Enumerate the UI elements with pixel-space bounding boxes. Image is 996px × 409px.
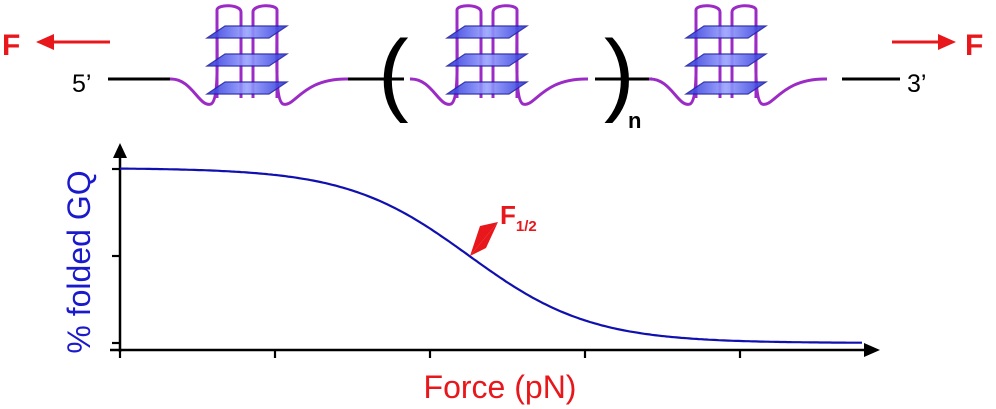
repeat-count-n: n: [628, 108, 641, 133]
g-quadruplex: [648, 4, 828, 106]
g-quadruplex-loop: [694, 4, 722, 40]
dna-schematic: F F 5’ 3’ ( ) n: [2, 4, 983, 133]
repeat-close-paren: ): [604, 22, 635, 124]
g-quadruplex: [169, 4, 349, 106]
x-ticks: [118, 350, 742, 358]
y-axis-label: % folded GQ: [61, 170, 97, 353]
g-tetrad: [684, 53, 768, 67]
g-quadruplex-loop: [730, 4, 758, 40]
y-axis: [113, 143, 127, 352]
x-axis-label: Force (pN): [424, 369, 577, 405]
five-prime-label: 5’: [72, 70, 91, 98]
g-tetrad: [684, 25, 768, 39]
g-quadruplex-loop: [251, 4, 279, 40]
g-tetrad: [445, 25, 529, 39]
g-tetrad: [205, 25, 289, 39]
f-half-marker: F1/2: [470, 200, 537, 256]
g-tetrad: [684, 81, 768, 95]
three-prime-label: 3’: [907, 70, 926, 98]
repeat-open-paren: (: [378, 22, 409, 124]
f-half-sub: 1/2: [516, 218, 537, 235]
g-quadruplex-loop: [491, 4, 519, 40]
f-half-label: F1/2: [500, 200, 537, 235]
g-quadruplex-loop: [515, 19, 589, 106]
force-label-left: F: [2, 29, 20, 62]
f-half-main: F: [500, 200, 516, 230]
force-arrow-right: [892, 34, 956, 50]
g-tetrad: [445, 81, 529, 95]
g-quadruplex: [409, 4, 589, 106]
folding-curve: [120, 167, 862, 344]
g-quadruplex-group: [169, 4, 828, 106]
g-tetrad: [445, 53, 529, 67]
g-tetrad: [205, 53, 289, 67]
force-label-right: F: [965, 29, 983, 62]
g-quadruplex-loop: [275, 19, 349, 106]
g-tetrad: [205, 81, 289, 95]
y-ticks: [112, 167, 120, 345]
folding-chart: F1/2 % folded GQ Force (pN): [61, 143, 880, 405]
force-arrow-left: [36, 34, 110, 50]
g-quadruplex-loop: [754, 19, 828, 106]
x-axis: [110, 343, 880, 357]
g-quadruplex-loop: [455, 4, 483, 40]
g-quadruplex-loop: [215, 4, 243, 40]
